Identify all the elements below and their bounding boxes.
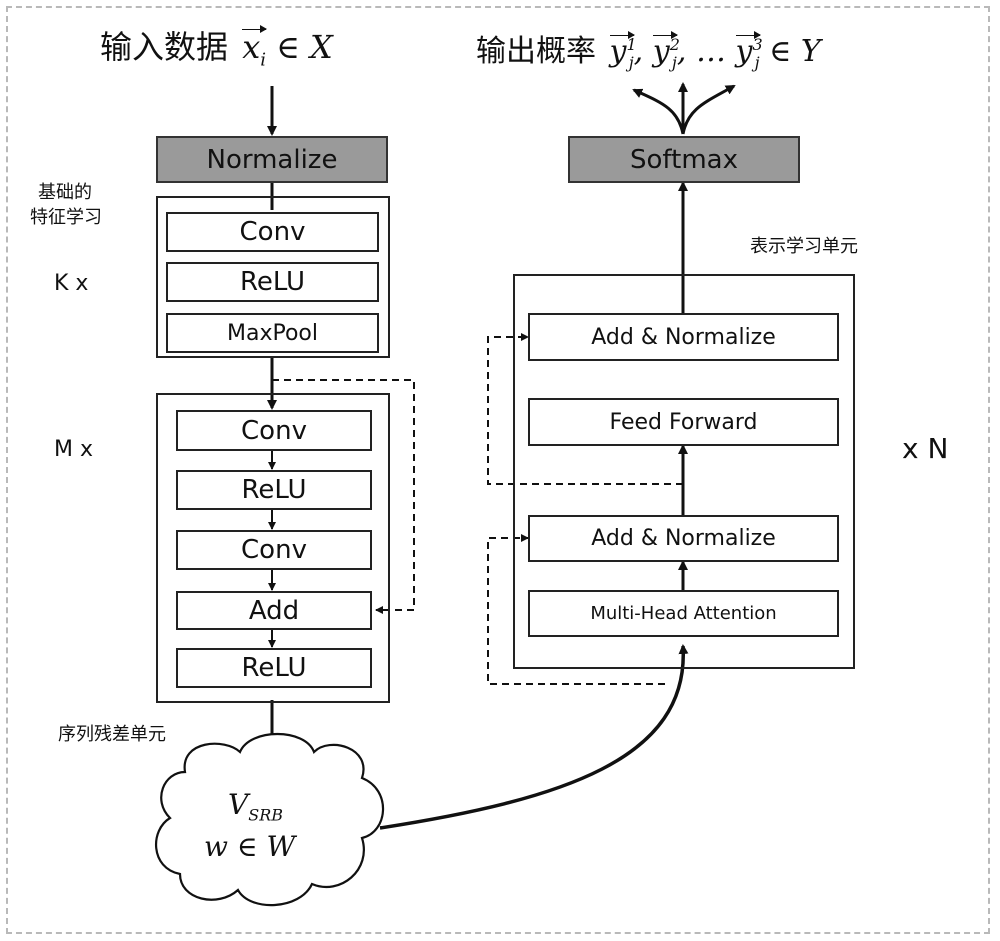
add-normalize-box-upper: Add & Normalize bbox=[528, 313, 839, 361]
srb-unit-label: 序列残差单元 bbox=[58, 724, 166, 745]
input-title-text: 输入数据 bbox=[100, 28, 229, 66]
feed-forward-box: Feed Forward bbox=[528, 398, 839, 446]
base-feature-label-line1: 基础的 bbox=[38, 182, 92, 203]
m-relu-box-2: ReLU bbox=[176, 648, 372, 688]
output-vector-1: y1j, bbox=[609, 31, 644, 72]
input-vector-symbol: xi bbox=[242, 24, 267, 71]
skip-dashed-upper bbox=[487, 333, 683, 485]
k-repeat-label: K x bbox=[54, 271, 89, 296]
output-set-membership: ∈ Y bbox=[769, 34, 821, 69]
curve-cloud-to-attention bbox=[379, 644, 689, 830]
output-title-text: 输出概率 bbox=[476, 34, 596, 69]
cloud-vsrb-text: VSRB bbox=[228, 788, 283, 825]
output-vector-2: y2j, bbox=[652, 31, 687, 72]
residual-skip-dashed bbox=[272, 379, 415, 614]
m-conv-box-2: Conv bbox=[176, 530, 372, 570]
skip-dashed-lower bbox=[487, 534, 665, 685]
srb-cloud-shape bbox=[155, 733, 385, 907]
m-repeat-label: M x bbox=[54, 437, 93, 462]
m-conv-box-1: Conv bbox=[176, 410, 372, 451]
output-title: 输出概率 y1j, y2j, … y3j ∈ Y bbox=[476, 26, 821, 72]
output-vector-3: y3j bbox=[735, 31, 763, 72]
transformer-block-group bbox=[513, 274, 855, 669]
k-maxpool-box: MaxPool bbox=[166, 313, 379, 353]
diagram-frame bbox=[6, 6, 990, 934]
add-normalize-box-lower: Add & Normalize bbox=[528, 515, 839, 562]
n-repeat-label: x N bbox=[902, 432, 949, 465]
arrow-out-left bbox=[632, 88, 685, 135]
m-block-group bbox=[156, 393, 390, 703]
normalize-box: Normalize bbox=[156, 136, 388, 183]
m-relu-box-1: ReLU bbox=[176, 470, 372, 510]
softmax-box: Softmax bbox=[568, 136, 800, 183]
arrow-out-right bbox=[681, 84, 736, 135]
k-conv-box: Conv bbox=[166, 212, 379, 252]
cloud-w-text: w ∈ W bbox=[204, 830, 296, 863]
m-add-box: Add bbox=[176, 591, 372, 630]
input-set-membership: ∈ X bbox=[276, 28, 333, 66]
output-ellipsis: … bbox=[695, 34, 726, 69]
representation-unit-label: 表示学习单元 bbox=[750, 236, 858, 257]
k-relu-box: ReLU bbox=[166, 262, 379, 302]
base-feature-label-line2: 特征学习 bbox=[30, 207, 102, 228]
input-title: 输入数据 xi ∈ X bbox=[100, 22, 333, 70]
k-block-group bbox=[156, 196, 390, 358]
multi-head-attention-box: Multi-Head Attention bbox=[528, 590, 839, 637]
